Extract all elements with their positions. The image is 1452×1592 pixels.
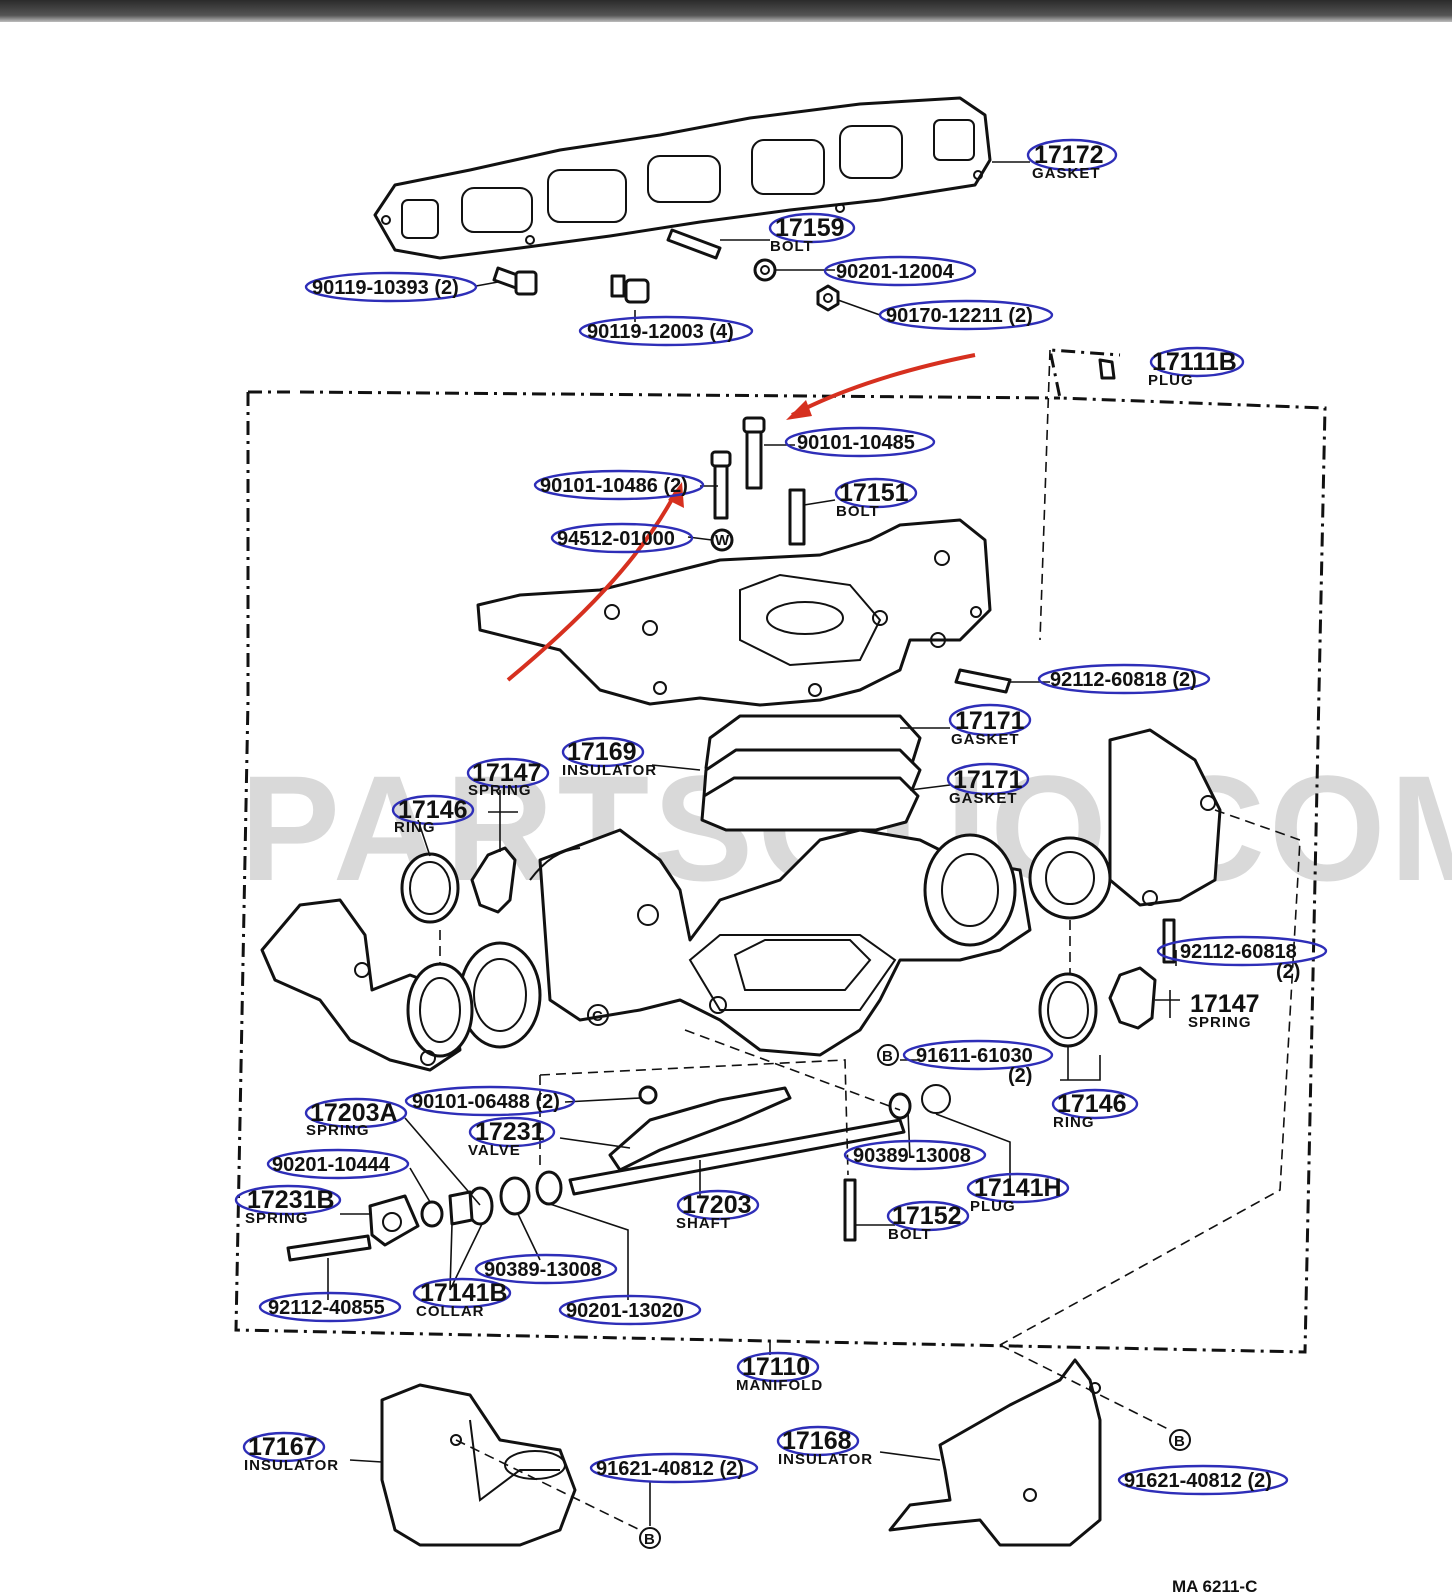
label-17152-name: BOLT — [888, 1226, 932, 1243]
lower-manifold-drawing: C — [260, 728, 1222, 1072]
label-17159-number: 17159 — [775, 214, 845, 242]
label-17171-b-name: GASKET — [949, 790, 1018, 807]
diagram-code: MA 6211-C — [1172, 1577, 1257, 1592]
bottom-insulators: B B — [380, 1358, 1191, 1549]
label-90101-10486: 90101-10486 (2) — [540, 475, 688, 497]
label-17147-a-name: SPRING — [468, 782, 532, 799]
label-17141B-number: 17141B — [420, 1279, 508, 1307]
label-17111B-name: PLUG — [1148, 372, 1194, 389]
label-92112-40855: 92112-40855 — [268, 1297, 385, 1319]
label-17171-b-number: 17171 — [953, 766, 1023, 794]
part-labels: 17172 GASKET 17159 BOLT 90201-12004 9011… — [234, 138, 1328, 1496]
label-17168-number: 17168 — [782, 1427, 852, 1455]
label-17169-name: INSULATOR — [562, 762, 657, 779]
label-90201-12004: 90201-12004 — [836, 261, 955, 283]
label-17231B-number: 17231B — [247, 1186, 335, 1214]
label-17172-number: 17172 — [1034, 141, 1104, 169]
label-17171-a-number: 17171 — [955, 707, 1025, 735]
label-17203A-number: 17203A — [310, 1099, 398, 1127]
label-17168-name: INSULATOR — [778, 1451, 873, 1468]
upper-manifold-drawing — [476, 518, 1012, 707]
gasket-stack — [700, 714, 922, 832]
label-91611-61030: 91611-61030 — [916, 1045, 1033, 1067]
label-90119-10393: 90119-10393 (2) — [312, 277, 459, 299]
label-17147-b-name: SPRING — [1188, 1014, 1252, 1031]
label-90389-13008-b: 90389-13008 — [484, 1259, 602, 1281]
label-17141H-name: PLUG — [970, 1198, 1016, 1215]
label-92112-60818-a: 92112-60818 (2) — [1050, 669, 1197, 691]
manifold-boundary — [234, 348, 1327, 1354]
label-17203A-name: SPRING — [306, 1122, 370, 1139]
upper-bolts: W — [710, 416, 806, 552]
label-17231-number: 17231 — [475, 1118, 545, 1146]
label-17147-b-number: 17147 — [1190, 990, 1260, 1018]
label-17171-a-name: GASKET — [951, 731, 1020, 748]
label-17151-name: BOLT — [836, 503, 880, 520]
valve-shaft-parts: B — [286, 1044, 951, 1262]
label-17203-number: 17203 — [682, 1191, 752, 1219]
label-90170-12211: 90170-12211 (2) — [886, 305, 1033, 327]
label-17110-name: MANIFOLD — [736, 1377, 823, 1394]
label-94512-01000: 94512-01000 — [557, 528, 675, 550]
label-17167-name: INSULATOR — [244, 1457, 339, 1474]
label-17146-b-name: RING — [1053, 1114, 1095, 1131]
label-90101-06488: 90101-06488 (2) — [412, 1091, 560, 1113]
label-17169-number: 17169 — [567, 738, 637, 766]
label-90201-13020: 90201-13020 — [566, 1300, 684, 1322]
gasket-17172-drawing — [373, 96, 992, 260]
label-17172-name: GASKET — [1032, 165, 1101, 182]
rings-springs — [400, 846, 1157, 1048]
label-17146-a-name: RING — [394, 819, 436, 836]
label-17111B-number: 17111B — [1152, 348, 1237, 376]
label-17147-a-number: 17147 — [472, 759, 542, 787]
label-17167-number: 17167 — [248, 1433, 318, 1461]
marker-b-3: B — [644, 1531, 656, 1548]
label-17141H-number: 17141H — [974, 1174, 1062, 1202]
label-17159-name: BOLT — [770, 238, 814, 255]
dashed-lines — [439, 349, 1301, 1531]
label-17146-b-number: 17146 — [1057, 1090, 1127, 1118]
label-91621-40812-a: 91621-40812 (2) — [596, 1458, 744, 1480]
label-17152-number: 17152 — [892, 1202, 962, 1230]
label-91611-61030-qty: (2) — [1008, 1065, 1032, 1087]
label-17231-name: VALVE — [468, 1142, 521, 1159]
label-17146-a-number: 17146 — [398, 796, 468, 824]
label-91621-40812-b: 91621-40812 (2) — [1124, 1470, 1272, 1492]
marker-b-1: B — [882, 1048, 894, 1065]
marker-w: W — [715, 532, 730, 549]
label-92112-60818-b-qty: (2) — [1276, 961, 1300, 983]
marker-b-2: B — [1174, 1433, 1186, 1450]
label-90201-10444: 90201-10444 — [272, 1154, 391, 1176]
label-17110-number: 17110 — [742, 1353, 810, 1381]
label-92112-60818-b: 92112-60818 — [1180, 941, 1297, 963]
label-17141B-name: COLLAR — [416, 1303, 485, 1320]
label-17231B-name: SPRING — [245, 1210, 309, 1227]
label-17203-name: SHAFT — [676, 1215, 731, 1232]
label-90101-10485: 90101-10485 — [797, 432, 915, 454]
label-17151-number: 17151 — [839, 479, 909, 507]
label-90389-13008-a: 90389-13008 — [853, 1145, 971, 1167]
window-top-bar — [0, 0, 1452, 22]
top-fasteners — [492, 228, 1116, 380]
label-90119-12003: 90119-12003 (4) — [587, 321, 734, 343]
marker-c-1: C — [592, 1008, 604, 1025]
